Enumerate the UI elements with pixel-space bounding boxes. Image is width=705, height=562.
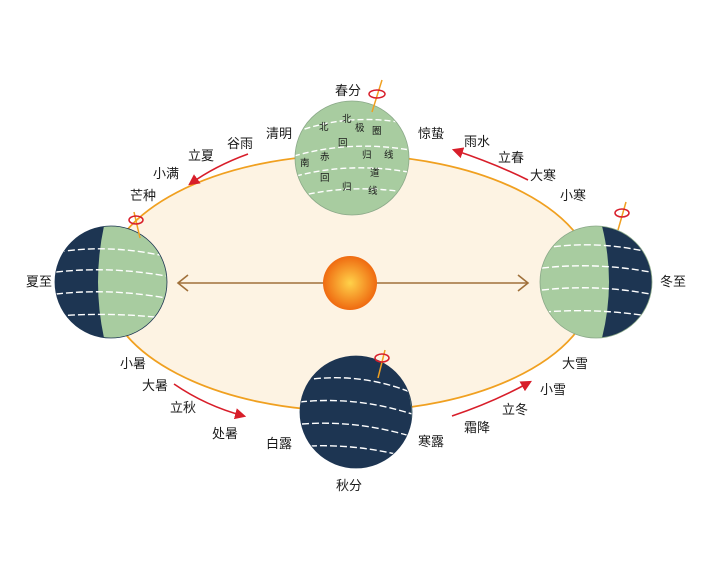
term-chushu: 处暑 (212, 427, 238, 442)
label-spring-equinox: 春分 (335, 84, 361, 99)
term-bailu: 白露 (266, 436, 292, 452)
globe-label-gui2: 归 (342, 181, 352, 193)
term-dashu: 大暑 (142, 379, 168, 394)
term-daxue: 大雪 (562, 357, 588, 372)
globe-label-dao: 道 (370, 167, 380, 179)
term-shuangjiang: 霜降 (464, 421, 490, 436)
label-winter-solstice: 冬至 (660, 274, 686, 290)
term-mangzhong: 芒种 (130, 188, 156, 204)
globe-summer (54, 225, 168, 339)
orbit-direction-arrow (451, 380, 532, 417)
term-hanlu: 寒露 (418, 434, 444, 450)
globe-label-nan: 南 (300, 157, 310, 169)
term-guyu: 谷雨 (227, 137, 253, 152)
globe-label-gui1: 归 (362, 149, 372, 161)
term-dahan: 大寒 (530, 168, 556, 184)
rotation-axis-icon (368, 79, 386, 113)
term-xiaohan: 小寒 (560, 188, 586, 204)
term-qingming: 清明 (266, 127, 292, 142)
globe-label-xian2: 线 (368, 185, 378, 197)
globe-label-hui1: 回 (338, 138, 348, 149)
term-lidong: 立冬 (502, 402, 528, 418)
label-autumn-equinox: 秋分 (336, 479, 362, 494)
globe-spring (294, 100, 410, 216)
term-lichun: 立春 (498, 151, 524, 166)
globe-label-xian1: 线 (384, 149, 394, 161)
orbit-direction-arrow (451, 147, 529, 181)
globe-label-quan: 圈 (372, 126, 382, 137)
globe-label-hui2: 回 (320, 173, 330, 184)
globe-label-ji: 极 (355, 122, 365, 134)
term-liqiu: 立秋 (170, 401, 196, 416)
globe-label-bei1: 北 (319, 122, 329, 133)
orbit-direction-arrow (173, 383, 247, 420)
term-xiaoxue: 小雪 (540, 383, 566, 398)
rotation-axis-icon (614, 201, 630, 231)
globe-label-chi: 赤 (320, 152, 330, 163)
term-xiaoman: 小满 (153, 167, 179, 182)
term-jingzhe: 惊蛰 (418, 127, 444, 142)
label-summer-solstice: 夏至 (26, 275, 52, 290)
globe-autumn (299, 355, 413, 469)
globe-label-bei2: 北 (342, 114, 352, 125)
orbit-direction-arrow (188, 153, 249, 186)
term-lixia: 立夏 (188, 149, 214, 164)
term-xiaoshu: 小暑 (120, 357, 146, 372)
sun-icon (323, 256, 377, 310)
term-yushui: 雨水 (464, 135, 490, 150)
rotation-axis-icon (128, 211, 144, 239)
rotation-axis-icon (374, 349, 390, 379)
